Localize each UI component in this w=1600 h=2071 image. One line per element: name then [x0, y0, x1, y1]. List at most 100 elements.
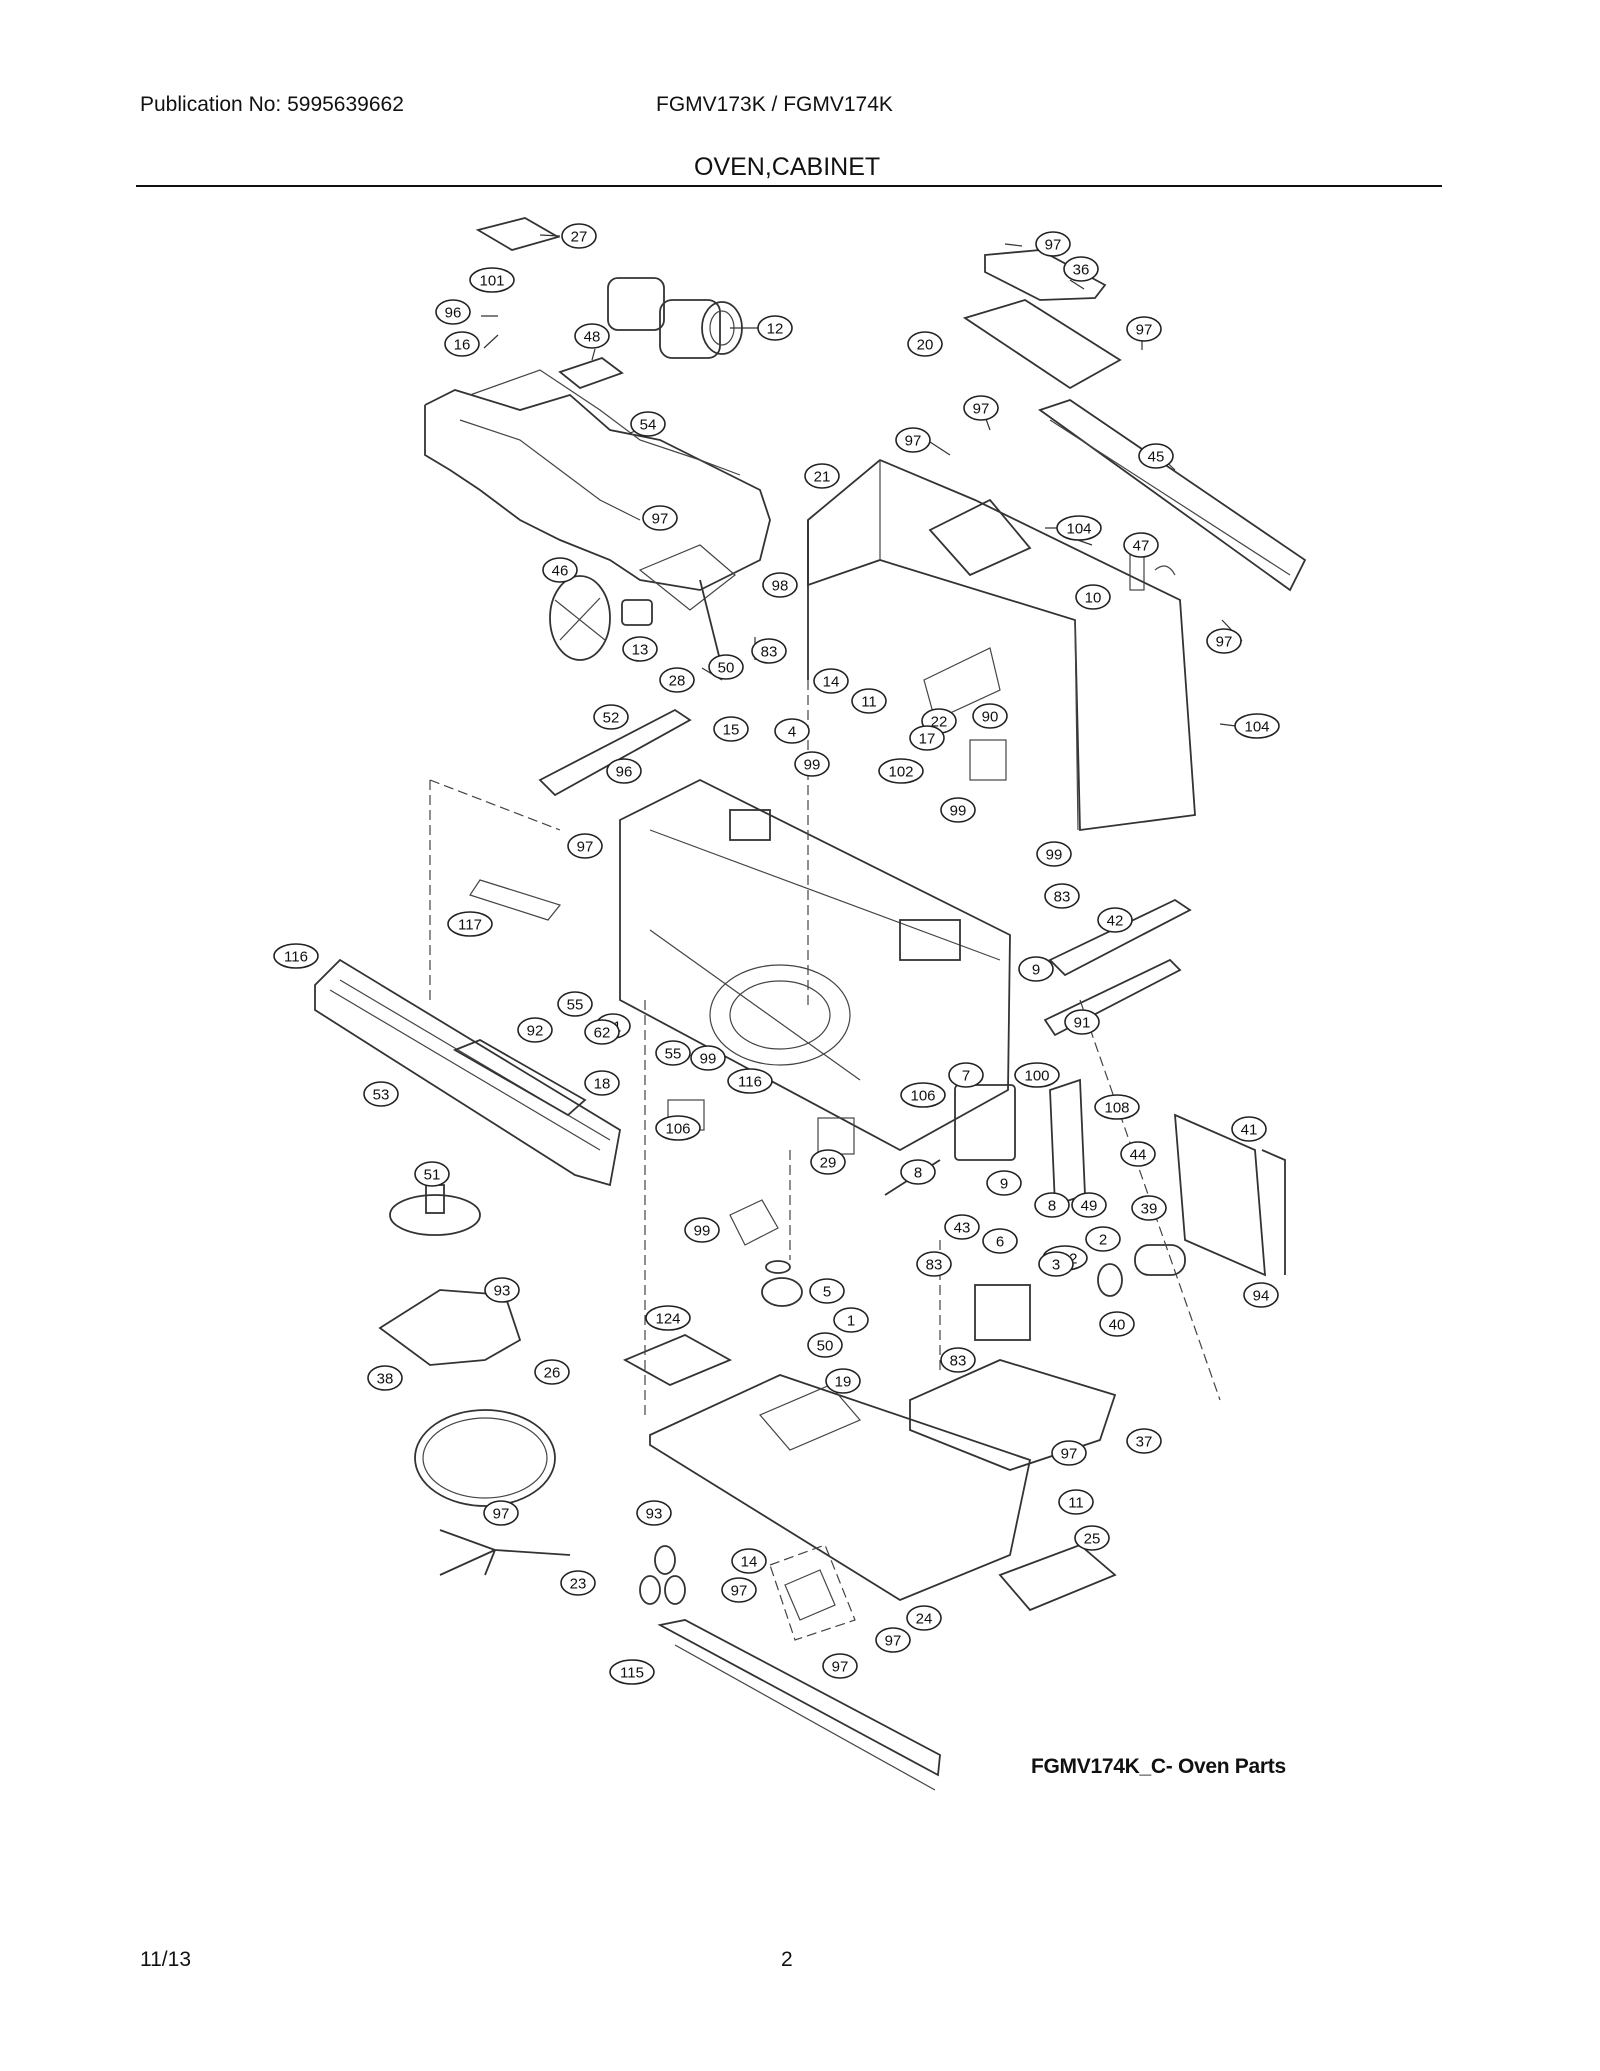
callout-balloon: [606, 758, 642, 784]
callout-number: 52: [603, 710, 620, 727]
callout-number: 91: [1074, 1015, 1091, 1032]
part-callout-104: 104: [1056, 515, 1102, 541]
part-callout-6: 6: [982, 1228, 1018, 1254]
part-callout-8: 8: [1034, 1192, 1070, 1218]
callout-balloon: [1036, 841, 1072, 867]
callout-balloon: [1044, 883, 1080, 909]
part-callout-3: 3: [1038, 1251, 1074, 1277]
part-callout-97: 97: [822, 1653, 858, 1679]
callout-number: 14: [823, 674, 840, 691]
callout-balloon: [655, 1040, 691, 1066]
callout-balloon: [1126, 316, 1162, 342]
callout-balloon: [567, 833, 603, 859]
part-callout-97: 97: [1126, 316, 1162, 342]
part-callout-55: 55: [655, 1040, 691, 1066]
callout-balloon: [273, 943, 319, 969]
part-callout-2: 2: [1085, 1226, 1121, 1252]
part-callout-97: 97: [963, 395, 999, 421]
callout-number: 4: [788, 724, 796, 741]
part-callout-20: 20: [907, 331, 943, 357]
callout-balloon: [1131, 1195, 1167, 1221]
part-callout-97: 97: [567, 833, 603, 859]
callout-number: 29: [820, 1155, 837, 1172]
callout-number: 97: [577, 839, 594, 856]
callout-balloon: [469, 267, 515, 293]
callout-balloon: [1243, 1282, 1279, 1308]
callout-number: 5: [823, 1284, 831, 1301]
callout-number: 11: [1068, 1495, 1084, 1512]
callout-balloon: [972, 703, 1008, 729]
callout-balloon: [878, 758, 924, 784]
callout-number: 44: [1130, 1147, 1147, 1164]
callout-balloon: [751, 638, 787, 664]
callout-balloon: [907, 331, 943, 357]
callout-balloon: [708, 654, 744, 680]
callout-balloon: [1064, 1009, 1100, 1035]
callout-balloon: [645, 1305, 691, 1331]
part-callout-45: 45: [1138, 443, 1174, 469]
callout-number: 98: [772, 578, 789, 595]
callout-number: 50: [718, 660, 735, 677]
part-callout-53: 53: [363, 1081, 399, 1107]
callout-number: 25: [1084, 1531, 1101, 1548]
callout-number: 36: [1073, 262, 1090, 279]
part-callout-43: 43: [944, 1214, 980, 1240]
callout-number: 92: [527, 1023, 544, 1040]
callout-number: 43: [954, 1220, 971, 1237]
callout-number: 14: [741, 1554, 758, 1571]
header-divider: [136, 185, 1442, 187]
part-callout-47: 47: [1123, 532, 1159, 558]
callout-balloon: [622, 636, 658, 662]
callout-balloon: [822, 1653, 858, 1679]
callout-balloon: [813, 668, 849, 694]
part-callout-9: 9: [1018, 956, 1054, 982]
callout-balloon: [574, 323, 610, 349]
callout-number: 97: [1216, 634, 1233, 651]
callout-balloon: [1074, 1525, 1110, 1551]
callout-number: 108: [1104, 1100, 1129, 1117]
callout-number: 45: [1148, 449, 1165, 466]
callout-balloon: [609, 1659, 655, 1685]
part-callout-42: 42: [1097, 907, 1133, 933]
callout-number: 19: [835, 1374, 852, 1391]
callout-balloon: [721, 1577, 757, 1603]
callout-number: 96: [445, 305, 462, 322]
part-callout-40: 40: [1099, 1311, 1135, 1337]
callout-balloon: [584, 1070, 620, 1096]
callout-number: 38: [377, 1371, 394, 1388]
callout-balloon: [900, 1159, 936, 1185]
part-callout-106: 106: [655, 1115, 701, 1141]
callout-number: 39: [1141, 1201, 1158, 1218]
callout-number: 90: [982, 709, 999, 726]
callout-number: 62: [594, 1025, 611, 1042]
callout-balloon: [1138, 443, 1174, 469]
callout-number: 99: [700, 1051, 717, 1068]
part-callout-97: 97: [1051, 1440, 1087, 1466]
part-callout-55: 55: [557, 991, 593, 1017]
callout-balloon: [900, 1082, 946, 1108]
callout-balloon: [584, 1019, 620, 1045]
part-callout-54: 54: [630, 411, 666, 437]
callout-number: 106: [665, 1121, 690, 1138]
callout-balloon: [1123, 532, 1159, 558]
part-callout-48: 48: [574, 323, 610, 349]
part-callout-100: 100: [1014, 1062, 1060, 1088]
callout-balloon: [1075, 584, 1111, 610]
callout-balloon: [982, 1228, 1018, 1254]
callout-number: 47: [1133, 538, 1150, 555]
part-callout-14: 14: [731, 1548, 767, 1574]
callout-balloon: [1099, 1311, 1135, 1337]
callout-number: 9: [1000, 1176, 1008, 1193]
callout-number: 23: [570, 1576, 587, 1593]
callout-balloon: [630, 411, 666, 437]
callout-number: 116: [738, 1074, 762, 1091]
part-callout-83: 83: [1044, 883, 1080, 909]
callout-number: 99: [1046, 847, 1063, 864]
callout-balloon: [560, 1570, 596, 1596]
callout-number: 51: [424, 1167, 441, 1184]
part-callout-23: 23: [560, 1570, 596, 1596]
callout-number: 83: [1054, 889, 1071, 906]
part-callout-99: 99: [690, 1045, 726, 1071]
callout-number: 50: [817, 1338, 834, 1355]
